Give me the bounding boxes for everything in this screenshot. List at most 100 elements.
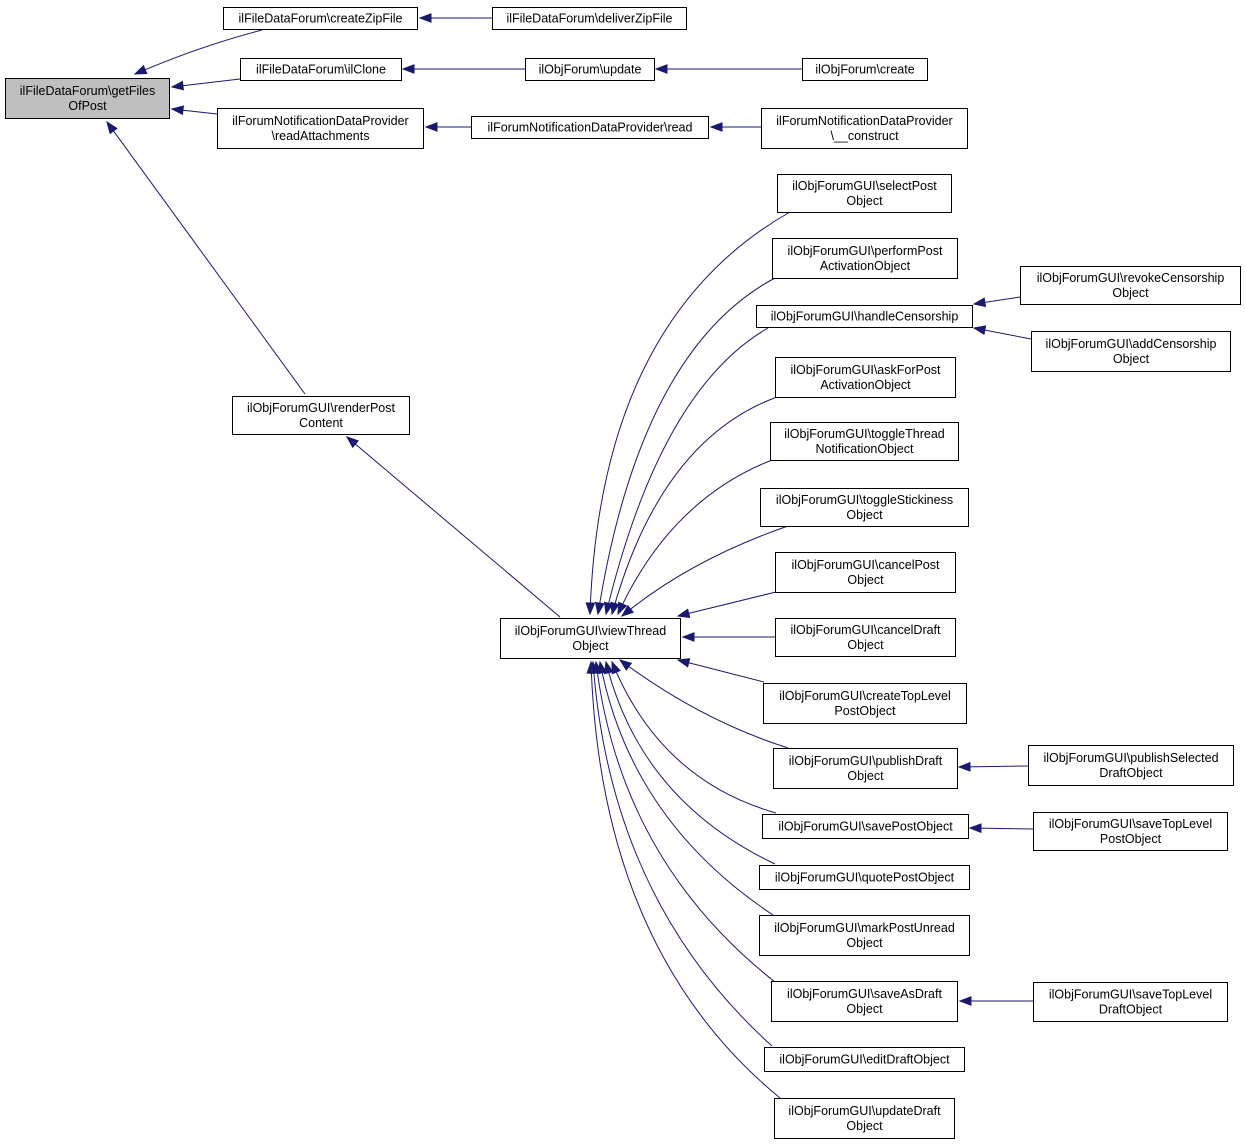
- node-label-line: ilObjForumGUI\saveTopLevel: [1049, 817, 1212, 831]
- edge-line: [605, 327, 769, 615]
- node-box[interactable]: [772, 238, 958, 279]
- node-box[interactable]: [1020, 266, 1241, 305]
- node-quotePostObject[interactable]: ilObjForumGUI\quotePostObject: [759, 865, 970, 890]
- node-label-line: PostObject: [834, 704, 896, 718]
- node-box[interactable]: [770, 422, 959, 461]
- edge-line: [621, 525, 789, 617]
- node-label-line: ilObjForumGUI\addCensorship: [1046, 337, 1217, 351]
- node-label-line: ilObjForumGUI\handleCensorship: [771, 310, 959, 324]
- edge-line: [611, 661, 777, 814]
- node-box[interactable]: [217, 108, 424, 149]
- node-box[interactable]: [759, 865, 970, 890]
- node-label-line: ilObjForumGUI\viewThread: [515, 624, 666, 638]
- node-ilClone[interactable]: ilFileDataForum\ilClone: [240, 58, 402, 81]
- arrowhead-icon: [345, 436, 359, 449]
- node-toggleThreadNotificationObject[interactable]: ilObjForumGUI\toggleThreadNotificationOb…: [770, 422, 959, 461]
- node-box[interactable]: [773, 748, 958, 789]
- node-handleCensorship[interactable]: ilObjForumGUI\handleCensorship: [756, 305, 973, 328]
- node-editDraftObject[interactable]: ilObjForumGUI\editDraftObject: [764, 1047, 965, 1072]
- node-box[interactable]: [756, 305, 973, 328]
- arrowhead-icon: [972, 325, 987, 336]
- node-box[interactable]: [774, 1098, 955, 1139]
- node-createZipFile[interactable]: ilFileDataForum\createZipFile: [223, 7, 418, 30]
- edge-publishSelectedDraftObject-to-publishDraftObject: [957, 761, 1029, 772]
- node-label-line: ilForumNotificationDataProvider: [232, 114, 408, 128]
- node-label-line: ilObjForumGUI\saveTopLevel: [1049, 988, 1212, 1002]
- node-label-line: ActivationObject: [820, 259, 911, 273]
- node-forumCreate[interactable]: ilObjForum\create: [802, 58, 928, 81]
- node-box[interactable]: [802, 58, 928, 81]
- edge-line: [346, 436, 561, 618]
- node-deliverZipFile[interactable]: ilFileDataForum\deliverZipFile: [492, 7, 687, 30]
- edge-line: [590, 661, 781, 1099]
- node-box[interactable]: [763, 683, 967, 724]
- node-box[interactable]: [775, 618, 956, 657]
- node-providerConstruct[interactable]: ilForumNotificationDataProvider\__constr…: [761, 108, 968, 149]
- edge-revokeCensorshipObject-to-handleCensorship: [972, 296, 1021, 308]
- node-label-line: Object: [847, 573, 884, 587]
- node-box[interactable]: [771, 981, 958, 1022]
- arrowhead-icon: [958, 996, 972, 1006]
- node-box[interactable]: [240, 58, 402, 81]
- arrowhead-icon: [603, 660, 614, 675]
- node-box[interactable]: [525, 58, 655, 81]
- edge-cancelPostObject-to-viewThreadObject: [676, 591, 777, 619]
- edge-line: [958, 765, 1029, 768]
- node-box[interactable]: [1028, 745, 1234, 786]
- node-box[interactable]: [1033, 812, 1228, 851]
- node-box[interactable]: [775, 357, 956, 398]
- arrowhead-icon: [170, 80, 184, 91]
- root-node-box[interactable]: [5, 78, 170, 119]
- arrowhead-icon: [418, 13, 432, 23]
- node-readAttachments[interactable]: ilForumNotificationDataProvider\readAtta…: [217, 108, 424, 149]
- node-label-line: Object: [1113, 352, 1150, 366]
- arrowhead-icon: [957, 761, 971, 772]
- node-box[interactable]: [471, 116, 709, 139]
- node-box[interactable]: [762, 814, 969, 839]
- node-box[interactable]: [1031, 331, 1231, 372]
- edge-cancelDraftObject-to-viewThreadObject: [681, 632, 775, 642]
- node-box[interactable]: [232, 396, 410, 435]
- node-box[interactable]: [761, 108, 968, 149]
- arrowhead-icon: [681, 632, 695, 642]
- node-savePostObject[interactable]: ilObjForumGUI\savePostObject: [762, 814, 969, 839]
- node-box[interactable]: [775, 552, 956, 593]
- arrowhead-icon: [603, 601, 614, 616]
- node-box[interactable]: [760, 488, 969, 527]
- node-box[interactable]: [759, 915, 970, 956]
- node-box[interactable]: [777, 174, 952, 213]
- node-box[interactable]: [223, 7, 418, 30]
- node-box[interactable]: [492, 7, 687, 30]
- node-box[interactable]: [500, 618, 681, 659]
- node-performPostActivationObject[interactable]: ilObjForumGUI\performPostActivationObjec…: [772, 238, 958, 279]
- node-label-line: Object: [1112, 286, 1149, 300]
- arrowhead-icon: [654, 64, 668, 74]
- edge-line: [677, 591, 777, 617]
- node-label-line: \readAttachments: [272, 129, 370, 143]
- edge-quotePostObject-to-viewThreadObject: [603, 660, 776, 865]
- node-box[interactable]: [764, 1047, 965, 1072]
- edge-saveTopLevelPostObject-to-savePostObject: [968, 823, 1034, 834]
- node-box[interactable]: [1033, 982, 1228, 1022]
- node-providerRead[interactable]: ilForumNotificationDataProvider\read: [471, 116, 709, 139]
- node-forumUpdate[interactable]: ilObjForum\update: [525, 58, 655, 81]
